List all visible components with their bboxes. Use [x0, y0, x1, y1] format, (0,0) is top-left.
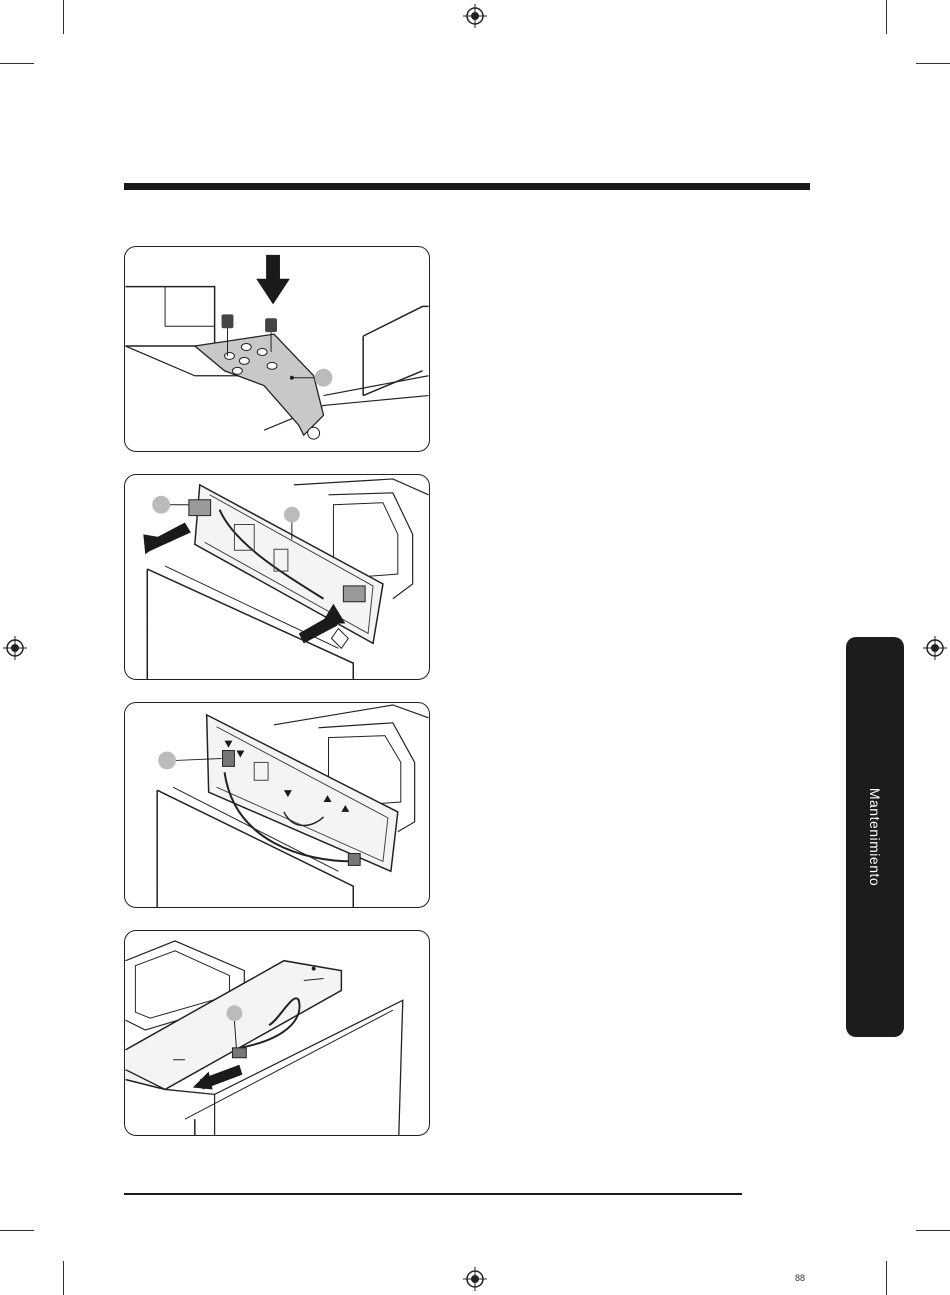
figure-connector-disconnect: [124, 930, 430, 1136]
registration-mark-icon: [3, 636, 27, 660]
crop-mark: [0, 1230, 34, 1231]
crop-mark: [886, 0, 887, 34]
registration-mark-icon: [463, 4, 487, 28]
crop-mark: [63, 0, 64, 34]
crop-mark: [886, 1261, 887, 1295]
section-tab-label: Mantenimiento: [867, 788, 883, 886]
crop-mark: [0, 63, 34, 64]
figure-control-panel-removal: [124, 474, 430, 680]
footer-rule: [124, 1193, 742, 1195]
crop-mark: [63, 1261, 64, 1295]
figure-wire-harness-release: [124, 702, 430, 908]
registration-mark-icon: [463, 1267, 487, 1291]
crop-mark: [916, 63, 950, 64]
header-rule: [124, 183, 810, 190]
crop-mark: [916, 1230, 950, 1231]
figure-bracket-screws: [124, 246, 430, 452]
section-tab: Mantenimiento: [846, 637, 904, 1037]
page-number: 88: [795, 1273, 805, 1283]
registration-mark-icon: [923, 636, 947, 660]
